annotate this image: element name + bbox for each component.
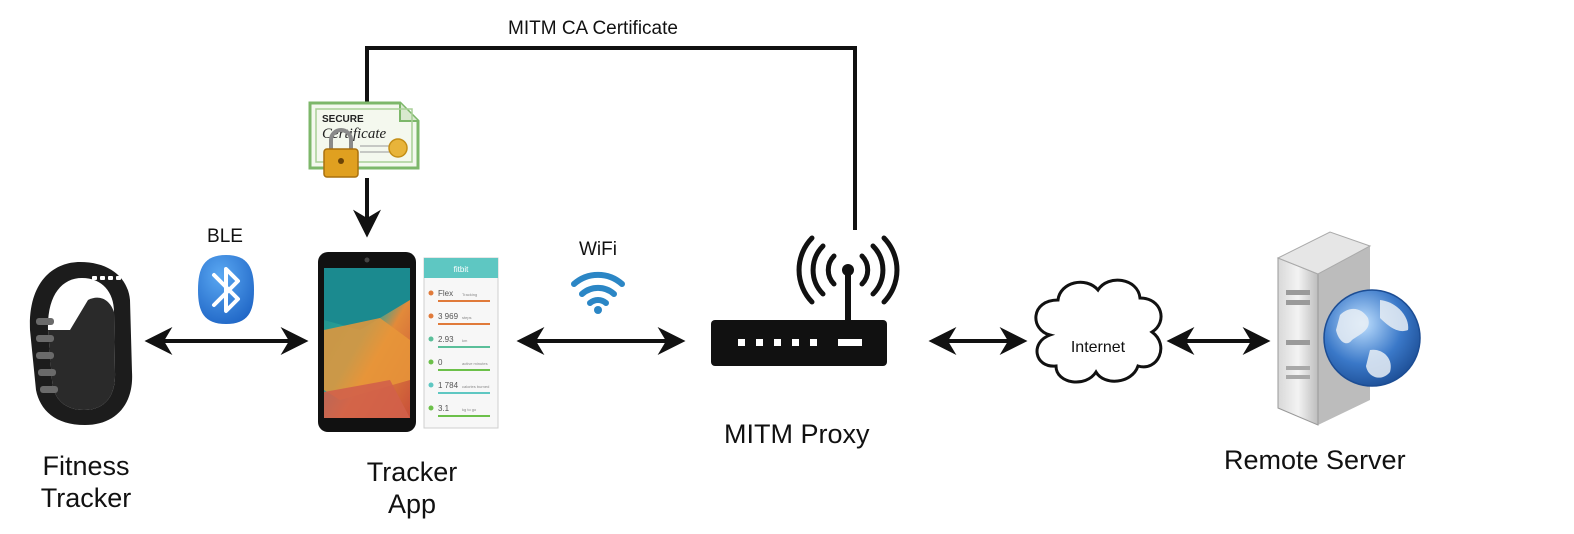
- internet-cloud-icon: [1034, 278, 1163, 384]
- wifi-icon: [571, 271, 625, 314]
- phone-icon: [318, 252, 416, 432]
- fitness-tracker-label: Fitness Tracker: [24, 450, 148, 514]
- app-row-bar: [438, 300, 490, 302]
- remote-server-label: Remote Server: [1224, 445, 1406, 475]
- app-row-bar: [438, 415, 490, 417]
- app-row-value: Flex: [438, 289, 453, 298]
- app-row-value: 3 969: [438, 312, 459, 321]
- wifi-label: WiFi: [579, 239, 617, 260]
- app-row-bar: [438, 346, 490, 348]
- app-row-icon: [428, 290, 434, 296]
- app-row-caption: km: [462, 338, 468, 343]
- app-row-icon: [428, 405, 434, 411]
- app-row-value: 3.1: [438, 404, 450, 413]
- app-row-icon: [428, 313, 434, 319]
- server-icon: [1276, 231, 1421, 426]
- mitm-proxy-label: MITM Proxy: [724, 419, 870, 449]
- app-row-caption: steps: [462, 315, 472, 320]
- fitness-tracker-label-line1: Fitness: [42, 451, 130, 481]
- app-row-bar: [438, 323, 490, 325]
- app-row-caption: kg to go: [462, 407, 477, 412]
- app-row-icon: [428, 382, 434, 388]
- certificate-icon: SECURE Certificate: [308, 101, 420, 178]
- app-row-value: 1 784: [438, 381, 459, 390]
- fitness-tracker-icon: [29, 262, 133, 425]
- tracker-app-label-line2: App: [387, 489, 437, 519]
- app-row-bar: [438, 369, 490, 371]
- mitm-ca-certificate-label: MITM CA Certificate: [508, 18, 678, 39]
- ble-label: BLE: [207, 226, 243, 247]
- tracker-app-label-line1: Tracker: [366, 457, 458, 487]
- app-row-caption: Tracking: [462, 292, 477, 297]
- router-icon: [711, 235, 900, 366]
- app-row-caption: calories burned: [462, 384, 489, 389]
- bluetooth-icon: [198, 255, 254, 324]
- tracker-app-label: Tracker App: [350, 456, 474, 520]
- app-row-value: 2.93: [438, 335, 454, 344]
- app-row-icon: [428, 336, 434, 342]
- app-header: fitbit: [454, 265, 469, 274]
- internet-label: Internet: [1071, 339, 1126, 356]
- app-row-caption: active minutes: [462, 361, 488, 366]
- mitm-ca-path: [365, 46, 857, 230]
- app-row-value: 0: [438, 358, 443, 367]
- certificate-heading: SECURE: [322, 114, 364, 125]
- fitness-tracker-label-line2: Tracker: [40, 483, 132, 513]
- app-row-icon: [428, 359, 434, 365]
- app-row-bar: [438, 392, 490, 394]
